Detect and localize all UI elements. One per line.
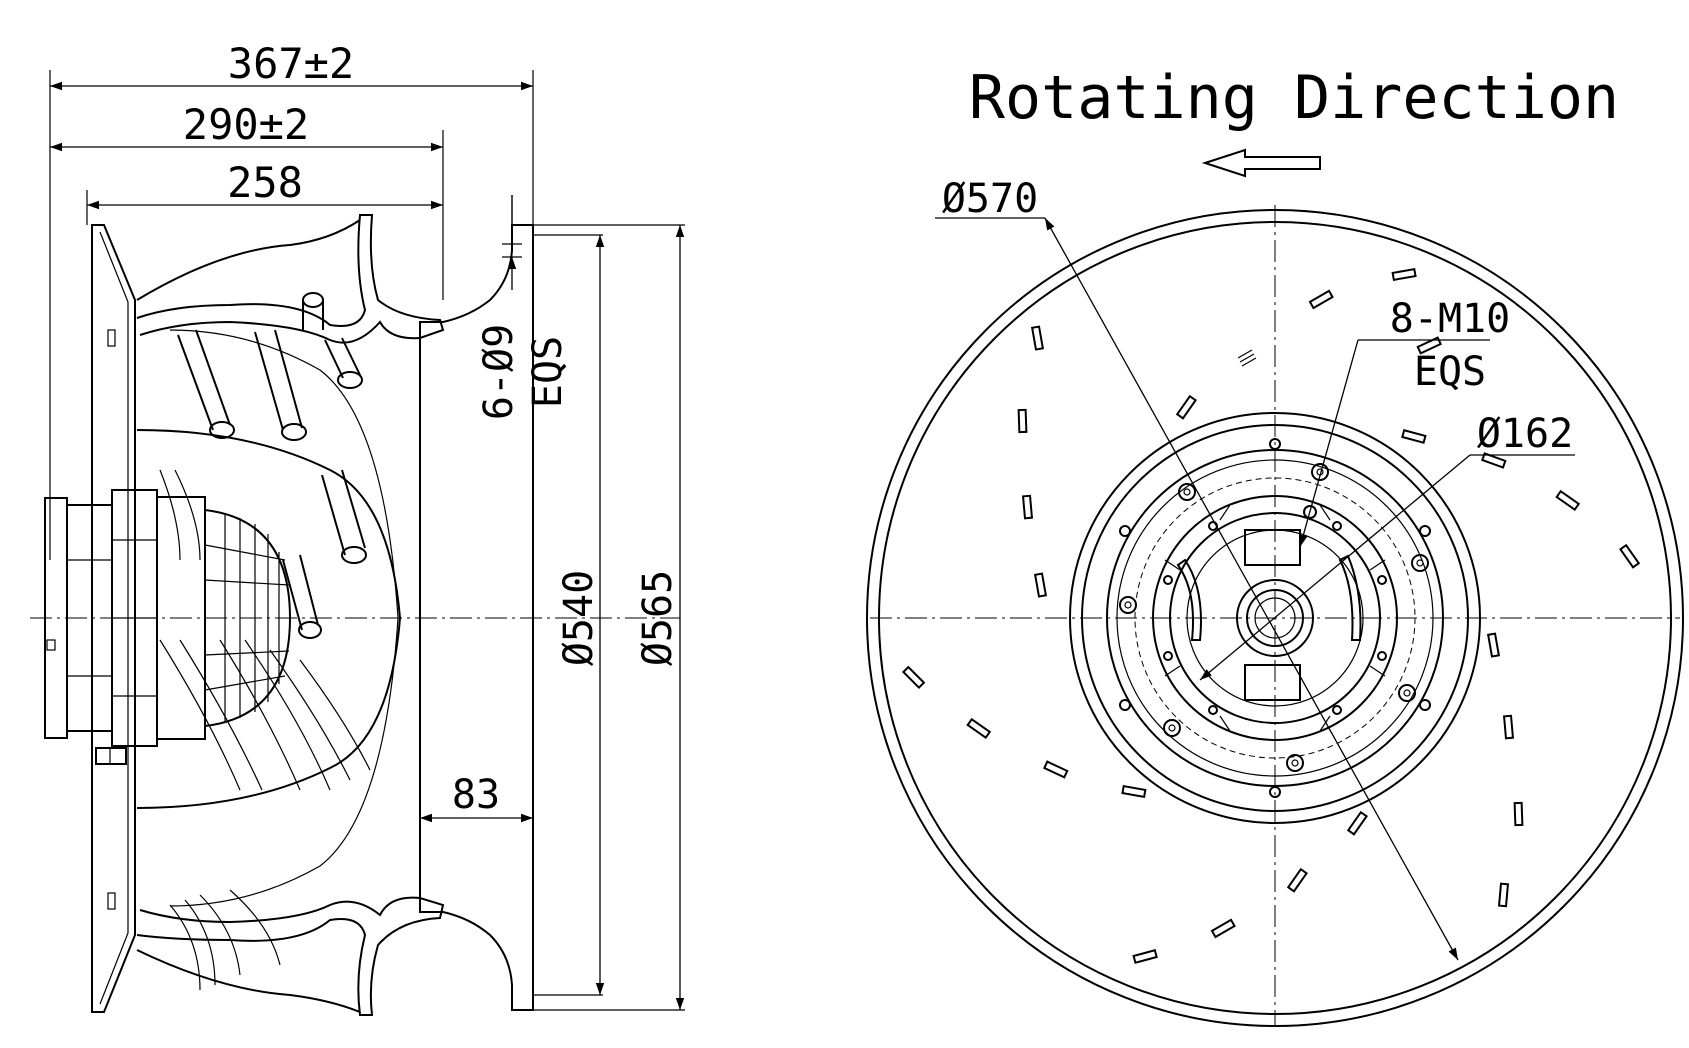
dim-inlet-dia: Ø540	[556, 570, 602, 666]
impeller	[136, 214, 445, 1016]
dim-inlet-length: 290±2	[183, 100, 309, 149]
dim-mount-holes: 6-Ø9	[476, 324, 522, 420]
back-plate	[91, 224, 136, 1013]
wheel-outer-rim	[866, 209, 1684, 1027]
rotating-direction-arrow	[1201, 148, 1321, 178]
front-view: Rotating Direction	[866, 63, 1684, 1027]
inlet-ring	[419, 224, 685, 1011]
motor-body	[44, 489, 292, 765]
dim-bolt-circle: Ø162	[1477, 411, 1573, 457]
dim-mount-holes-spacing: EQS	[525, 336, 571, 408]
rotating-direction-title: Rotating Direction	[969, 63, 1619, 133]
dim-overall-length: 367±2	[228, 39, 354, 88]
dim-threaded-holes-spacing: EQS	[1414, 349, 1486, 395]
dim-outer-dia: Ø565	[635, 570, 681, 666]
dim-wheel-length: 258	[227, 158, 303, 207]
side-view: 367±2 290±2 258	[30, 39, 685, 1016]
dim-inlet-to-flange: 83	[452, 772, 500, 818]
blade-slots	[901, 267, 1641, 964]
dim-threaded-holes: 8-M10	[1390, 296, 1510, 342]
dim-wheel-dia: Ø570	[942, 176, 1038, 222]
